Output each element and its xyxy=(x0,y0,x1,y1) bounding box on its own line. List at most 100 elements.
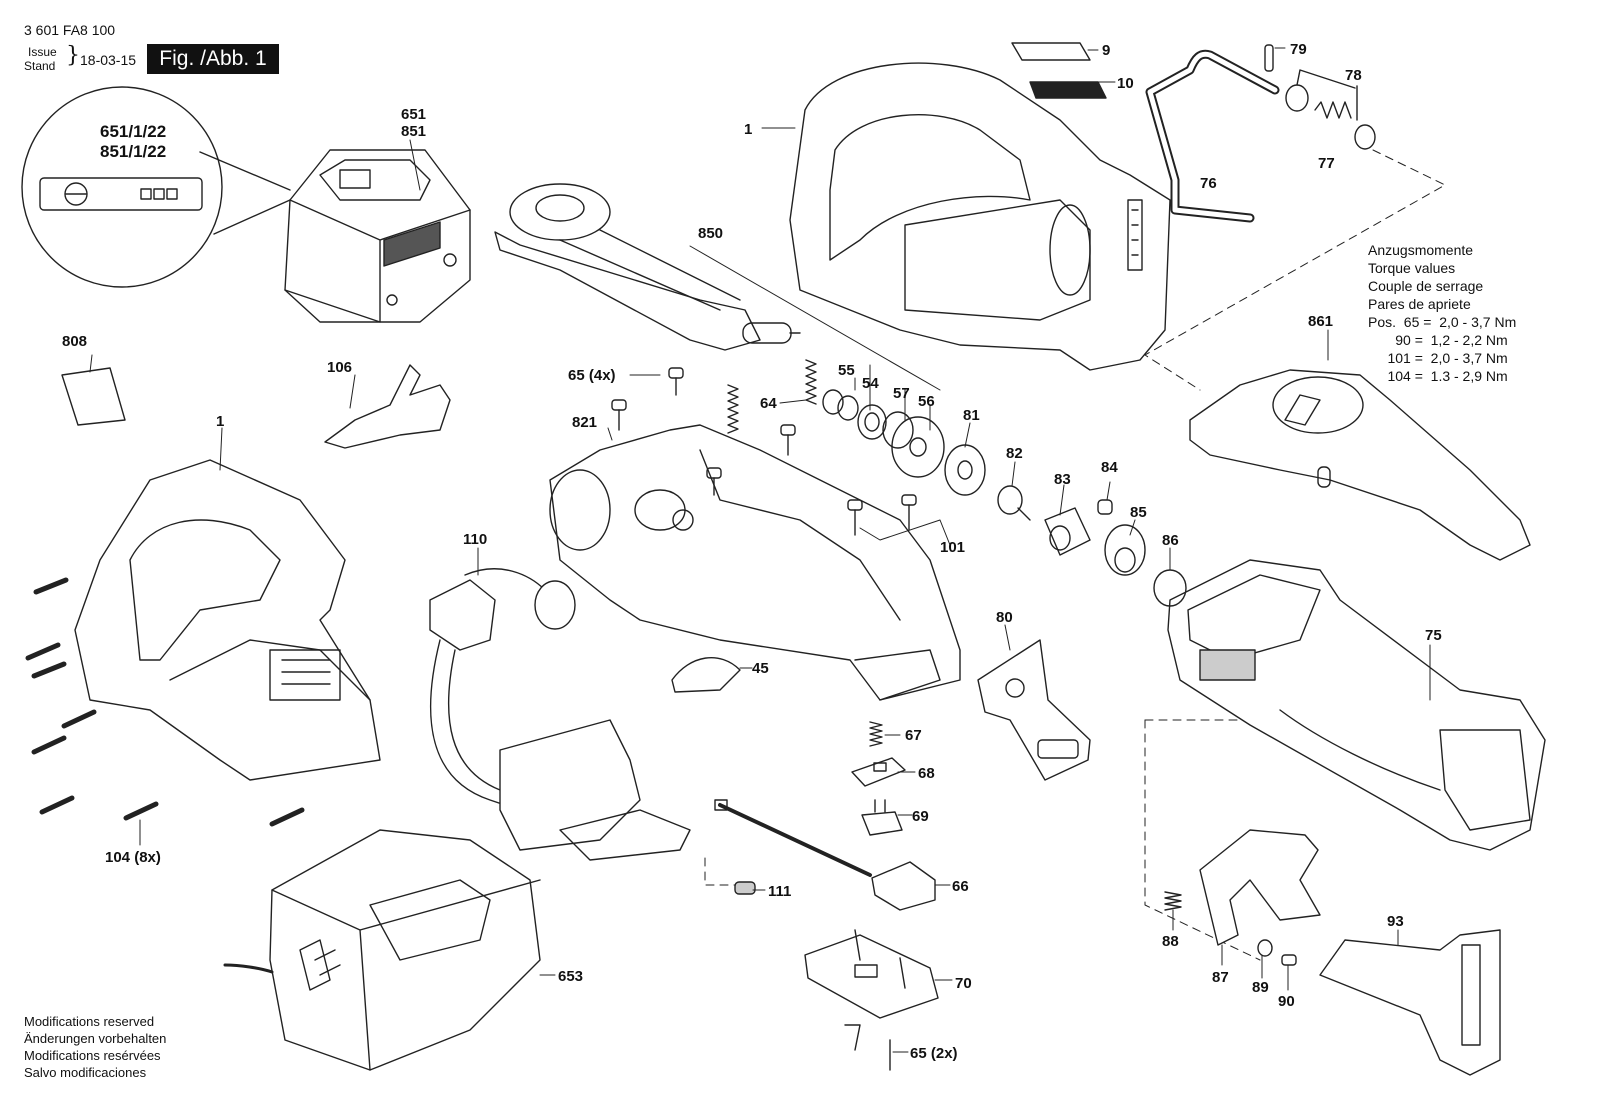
part-label-106: 106 xyxy=(327,359,352,376)
part-69 xyxy=(861,799,903,836)
part-label-88: 88 xyxy=(1162,933,1179,950)
part-label-1-top: 1 xyxy=(744,121,752,138)
screw-90 xyxy=(1281,954,1297,966)
spring-64b xyxy=(805,359,817,405)
part-label-850: 850 xyxy=(698,225,723,242)
part-label-851: 851 xyxy=(401,123,426,140)
screw-101a xyxy=(847,499,863,536)
part-label-75: 75 xyxy=(1425,627,1442,644)
washer-57 xyxy=(882,411,914,449)
part-label-83: 83 xyxy=(1054,471,1071,488)
part-label-85: 85 xyxy=(1130,504,1147,521)
modifications-fr: Modifications resérvées xyxy=(24,1048,161,1063)
part-label-54: 54 xyxy=(862,375,879,392)
washer-89 xyxy=(1257,939,1273,957)
part-labels: 9 10 79 78 77 76 1 651 851 651/1/22 851/… xyxy=(62,41,1442,1062)
torque-heading-fr: Couple de serrage xyxy=(1368,278,1484,294)
figure-label: Fig. /Abb. 1 xyxy=(147,44,279,74)
part-label-57: 57 xyxy=(893,385,910,402)
modifications-de: Änderungen vorbehalten xyxy=(24,1031,167,1046)
screw-821 xyxy=(611,399,627,431)
torque-heading-de: Anzugsmomente xyxy=(1368,242,1474,258)
switch-lever-66 xyxy=(714,799,936,911)
part-label-67: 67 xyxy=(905,727,922,744)
pin-84 xyxy=(1097,499,1113,515)
leader-lines xyxy=(89,47,1431,1053)
gear-housing xyxy=(549,424,961,701)
part-label-45: 45 xyxy=(752,660,769,677)
modifications-en: Modifications reserved xyxy=(24,1014,155,1029)
part-label-82: 82 xyxy=(1006,445,1023,462)
switch-cap-45 xyxy=(671,656,741,693)
part-label-1-left: 1 xyxy=(216,413,224,430)
part-label-56: 56 xyxy=(918,393,935,410)
housing-half-top xyxy=(789,62,1171,371)
part-82 xyxy=(997,485,1031,521)
part-label-84: 84 xyxy=(1101,459,1118,476)
stand-label: Stand xyxy=(24,59,56,73)
part-label-77: 77 xyxy=(1318,155,1335,172)
foot-plate-70 xyxy=(804,929,939,1071)
screw-65-top xyxy=(668,367,684,396)
spring-set xyxy=(1285,69,1376,150)
front-housing xyxy=(1167,559,1546,851)
clamp-85 xyxy=(1104,524,1146,576)
brace: } xyxy=(66,43,80,68)
guard-87 xyxy=(1199,829,1321,946)
part-label-110: 110 xyxy=(463,531,487,548)
part-label-101: 101 xyxy=(940,539,965,556)
part-label-76: 76 xyxy=(1200,175,1217,192)
spring-64a xyxy=(727,384,739,434)
battery-pack xyxy=(284,149,471,323)
detail-label-851: 851/1/22 xyxy=(100,142,166,161)
part-label-64: 64 xyxy=(760,395,777,412)
part-label-55: 55 xyxy=(838,362,855,379)
torque-row-65: Pos. 65 = 2,0 - 3,7 Nm xyxy=(1368,314,1517,330)
housing-half-left xyxy=(74,459,381,781)
screw-mid-1 xyxy=(706,467,722,496)
label-808 xyxy=(61,367,126,426)
torque-values-table: Anzugsmomente Torque values Couple de se… xyxy=(1368,241,1516,385)
part-label-79: 79 xyxy=(1290,41,1307,58)
modifications-es: Salvo modificaciones xyxy=(24,1065,147,1080)
screw-mid-2 xyxy=(780,424,796,456)
washer-55 xyxy=(822,389,859,421)
part-label-65-2x: 65 (2x) xyxy=(910,1045,958,1062)
part-label-651: 651 xyxy=(401,106,426,123)
bracket-80 xyxy=(977,639,1091,781)
screw-101b xyxy=(901,494,917,531)
charger-653 xyxy=(223,829,541,1071)
document-number: 3 601 FA8 100 xyxy=(24,22,116,38)
part-label-68: 68 xyxy=(918,765,935,782)
part-106 xyxy=(324,364,451,449)
part-label-89: 89 xyxy=(1252,979,1269,996)
torque-heading-es: Pares de apriete xyxy=(1368,296,1471,312)
part-label-808: 808 xyxy=(62,333,87,350)
bearing-54 xyxy=(857,404,887,440)
part-68 xyxy=(851,757,906,787)
part-label-80: 80 xyxy=(996,609,1013,626)
part-label-861: 861 xyxy=(1308,313,1333,330)
part-label-9: 9 xyxy=(1102,42,1110,59)
sleeve-83 xyxy=(1044,507,1091,556)
issue-date: 18-03-15 xyxy=(80,52,137,68)
part-label-821: 821 xyxy=(572,414,597,431)
part-81 xyxy=(944,444,986,496)
torque-row-90: 90 = 1,2 - 2,2 Nm xyxy=(1368,332,1508,348)
part-label-81: 81 xyxy=(963,407,980,424)
part-label-653: 653 xyxy=(558,968,583,985)
part-label-86: 86 xyxy=(1162,532,1179,549)
spring-67 xyxy=(869,721,883,747)
torque-row-101: 101 = 2,0 - 3,7 Nm xyxy=(1368,350,1508,366)
part-label-65-4x: 65 (4x) xyxy=(568,367,616,384)
spring-88 xyxy=(1164,891,1182,911)
part-label-87: 87 xyxy=(1212,969,1229,986)
part-label-104-8x: 104 (8x) xyxy=(105,849,161,866)
part-label-10: 10 xyxy=(1117,75,1134,92)
modifications-notice: Modifications reserved Änderungen vorbeh… xyxy=(24,1013,166,1081)
torque-row-104: 104 = 1.3 - 2,9 Nm xyxy=(1368,368,1508,384)
part-label-90: 90 xyxy=(1278,993,1295,1010)
screws-104 xyxy=(25,577,305,827)
disc-56 xyxy=(891,416,945,478)
